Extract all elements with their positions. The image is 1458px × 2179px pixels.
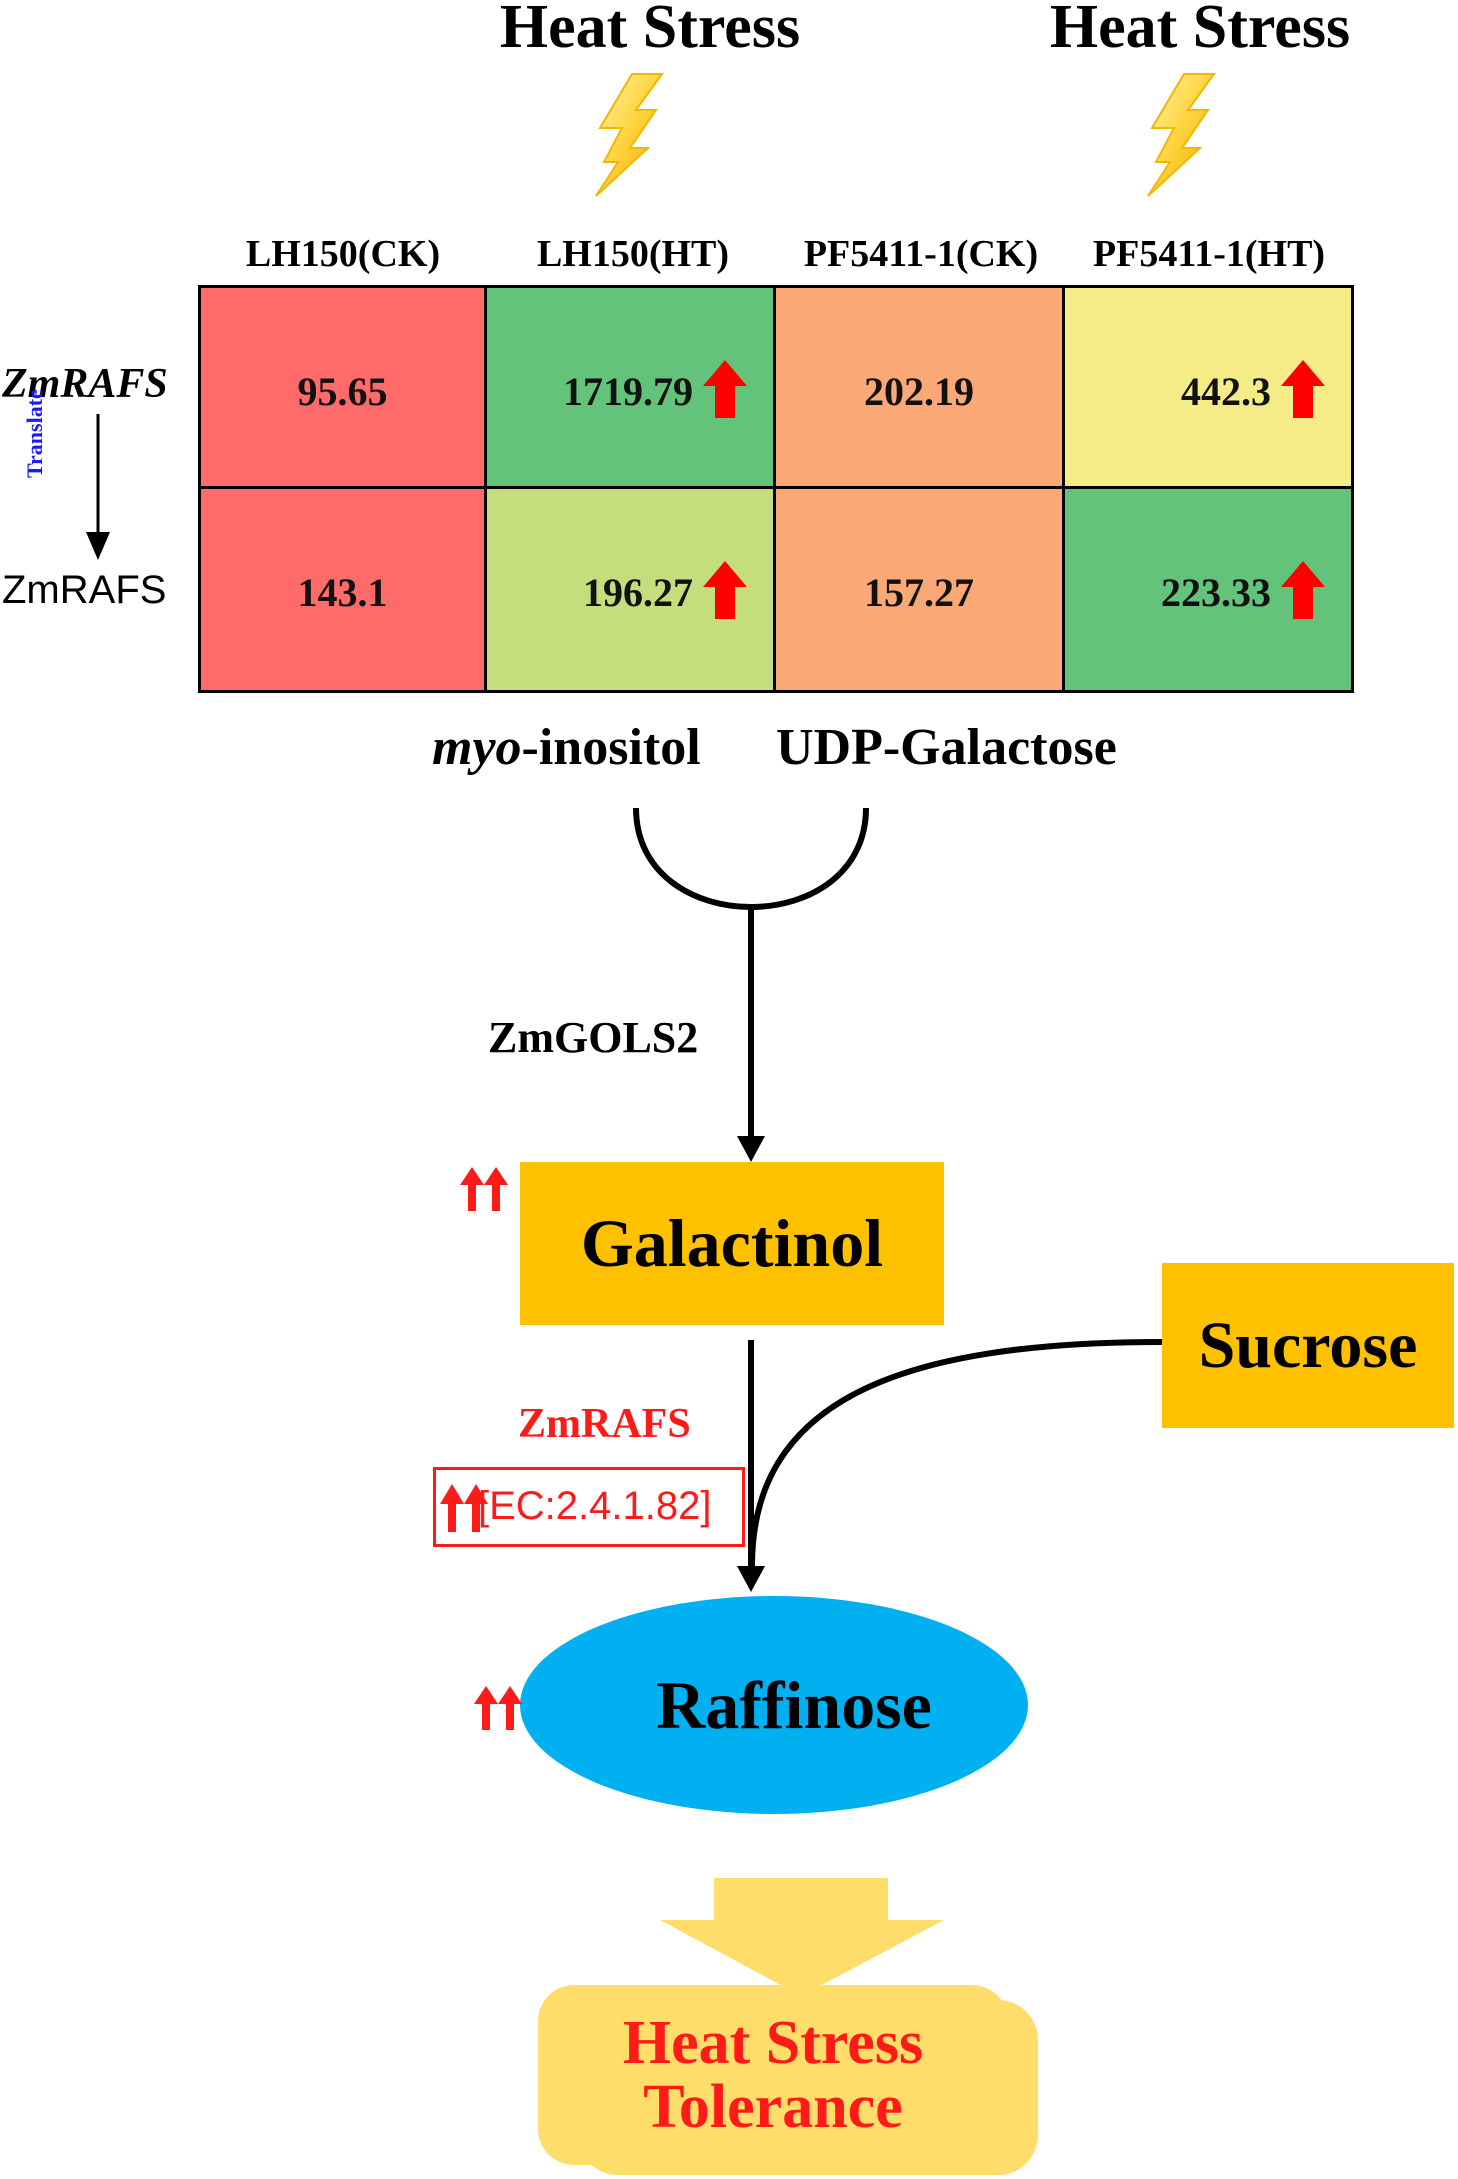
ec-number-label: [EC:2.4.1.82] (478, 1484, 712, 1528)
up-arrow-icon (1281, 360, 1325, 418)
substrate-join-curve (633, 807, 869, 910)
substrate-inositol-suffix: -inositol (521, 719, 701, 776)
heatmap-cell-value: 223.33 (1161, 570, 1271, 615)
up-arrow-icon (1281, 561, 1325, 619)
galactinol-box: Galactinol (520, 1162, 944, 1325)
sucrose-label: Sucrose (1198, 1308, 1418, 1382)
heatmap-cell: 157.27 (773, 486, 1065, 693)
substrate-myo-prefix: myo (432, 719, 522, 776)
outcome-line-2: Tolerance (643, 2073, 903, 2141)
column-header-pf5411-ht: PF5411-1(HT) (1092, 233, 1326, 275)
double-up-arrow-icon (440, 1484, 488, 1532)
row-label-protein: ZmRAFS (2, 568, 167, 612)
reaction-arrow-2-head (737, 1566, 765, 1592)
heatmap-cell: 202.19 (773, 285, 1065, 489)
raffinose-label: Raffinose (656, 1666, 932, 1743)
raffinose-ellipse: Raffinose (520, 1596, 1028, 1814)
outcome-arrow (660, 1878, 944, 1996)
heatmap-cell: 196.27 (484, 486, 776, 693)
heatmap-cell: 143.1 (198, 486, 487, 693)
enzyme-zmrafs-label: ZmRAFS (518, 1401, 691, 1447)
column-header-lh150-ht: LH150(HT) (536, 233, 730, 275)
double-up-arrow-icon (474, 1686, 522, 1730)
galactinol-label: Galactinol (580, 1205, 884, 1281)
heatmap-cell-value: 157.27 (864, 570, 974, 615)
heatmap-cell-value: 95.65 (297, 369, 388, 414)
row-label-gene: ZmRAFS (2, 361, 168, 407)
up-arrow-icon (703, 360, 747, 418)
ec-number-box: [EC:2.4.1.82] (433, 1467, 745, 1547)
column-header-lh150-ck: LH150(CK) (245, 233, 441, 275)
translate-arrow-icon (86, 414, 110, 560)
expression-heatmap: 95.65 1719.79 202.19 442.3 143.1 196.27 157.27… (198, 285, 1354, 693)
substrate-myo-inositol: myo-inositol (432, 718, 701, 777)
outcome-box: Heat Stress Tolerance (538, 1985, 1008, 2165)
sucrose-box: Sucrose (1162, 1263, 1454, 1428)
up-arrow-icon (703, 561, 747, 619)
column-header-pf5411-ck: PF5411-1(CK) (803, 233, 1039, 275)
sucrose-join-curve (749, 1339, 1163, 1567)
heatmap-cell: 1719.79 (484, 285, 776, 489)
heatmap-cell-value: 202.19 (864, 369, 974, 414)
substrate-udp-galactose: UDP-Galactose (776, 719, 1117, 776)
double-up-arrow-icon (460, 1167, 508, 1211)
heatmap-cell-value: 196.27 (583, 570, 693, 615)
heat-stress-label-left: Heat Stress (499, 0, 801, 61)
lightning-bolt-icon (1147, 73, 1216, 197)
heatmap-cell-value: 442.3 (1181, 369, 1271, 414)
enzyme-zmgols2-label: ZmGOLS2 (488, 1013, 699, 1062)
lightning-bolt-icon (595, 73, 664, 197)
heatmap-cell-value: 1719.79 (563, 369, 693, 414)
heatmap-cell-value: 143.1 (297, 570, 388, 615)
outcome-line-1: Heat Stress (622, 2009, 924, 2077)
heat-stress-label-right: Heat Stress (1049, 0, 1351, 61)
heatmap-cell: 442.3 (1062, 285, 1354, 489)
reaction-arrow-1-head (737, 1136, 765, 1162)
heatmap-cell: 223.33 (1062, 486, 1354, 693)
